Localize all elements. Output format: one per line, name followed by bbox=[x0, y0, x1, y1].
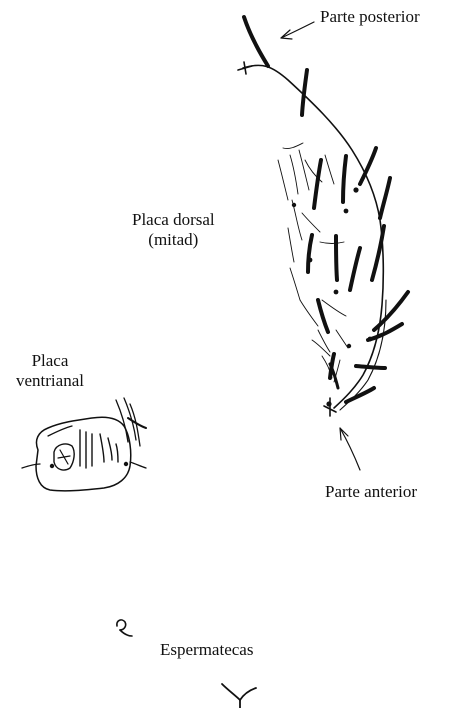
ventrianal-pore bbox=[50, 464, 54, 468]
ventrianal-pore bbox=[124, 462, 128, 466]
label-placa-ventrianal: Placa ventrianal bbox=[16, 351, 84, 391]
anal-valves bbox=[58, 450, 70, 464]
label-parte-anterior: Parte anterior bbox=[325, 482, 417, 502]
arrow-posterior bbox=[281, 22, 314, 39]
arrow-anterior bbox=[340, 428, 360, 470]
ventrianal-seta bbox=[48, 426, 72, 436]
label-placa-dorsal: Placa dorsal (mitad) bbox=[132, 210, 215, 250]
ventrianal-striations bbox=[80, 430, 118, 468]
dorsal-plate-half bbox=[238, 17, 408, 416]
spermatheca-upper bbox=[117, 620, 132, 636]
ventrianal-seta bbox=[130, 462, 146, 468]
ventrianal-plate-outline bbox=[36, 417, 131, 491]
spermatheca-lower bbox=[222, 684, 256, 708]
label-placa-ventrianal-line2: ventrianal bbox=[16, 371, 84, 391]
label-placa-dorsal-line1: Placa dorsal bbox=[132, 210, 215, 230]
label-placa-dorsal-line2: (mitad) bbox=[132, 230, 215, 250]
label-placa-ventrianal-line1: Placa bbox=[16, 351, 84, 371]
dorsal-setae bbox=[244, 17, 408, 402]
dorsal-posterior-tick bbox=[238, 62, 252, 74]
label-espermatecas: Espermatecas bbox=[160, 640, 253, 660]
label-parte-posterior: Parte posterior bbox=[320, 7, 420, 27]
ventrianal-plate bbox=[22, 398, 146, 491]
ventrianal-seta bbox=[22, 464, 40, 468]
